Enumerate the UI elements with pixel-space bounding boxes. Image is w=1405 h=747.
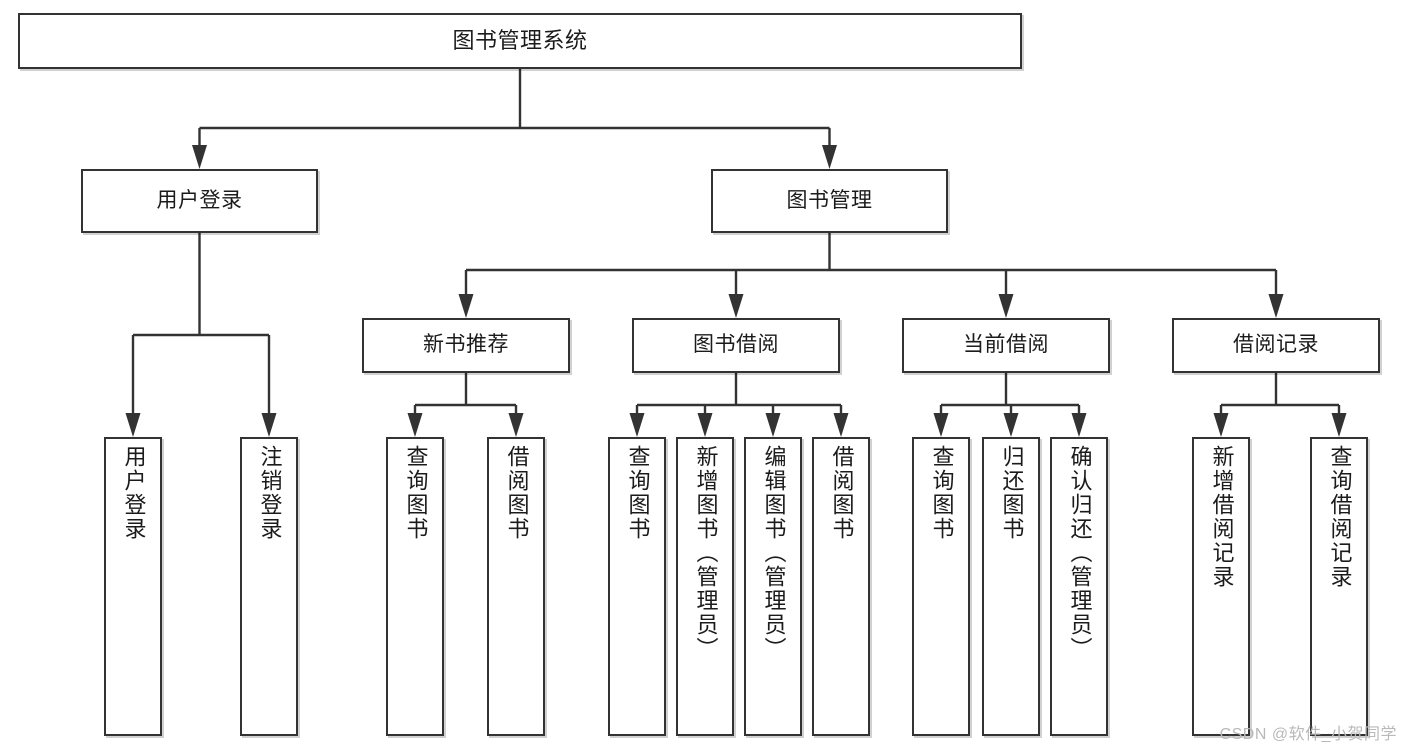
node-label: 查询图书 xyxy=(625,445,651,541)
edge-arrowhead xyxy=(125,413,141,437)
node-leaf-bl-add[interactable]: 新增借阅记录 xyxy=(1192,437,1250,736)
node-leaf-bb-borrow[interactable]: 借阅图书 xyxy=(812,437,870,736)
edge-arrowhead xyxy=(765,413,781,437)
node-label: 查询图书 xyxy=(929,445,955,541)
node-leaf-bb-query[interactable]: 查询图书 xyxy=(608,437,666,736)
node-label: 归还图书 xyxy=(999,445,1025,541)
edge-arrowhead xyxy=(833,413,849,437)
node-leaf-user-logout[interactable]: 注销登录 xyxy=(240,437,298,736)
node-borrow-log[interactable]: 借阅记录 xyxy=(1172,318,1380,373)
node-book-mgmt[interactable]: 图书管理 xyxy=(711,169,948,233)
node-label: 新书推荐 xyxy=(423,333,509,357)
edge-arrowhead xyxy=(407,413,423,437)
watermark-text: CSDN @软件_小贺同学 xyxy=(1219,726,1397,743)
edge-arrowhead xyxy=(728,294,744,318)
node-label: 图书管理系统 xyxy=(452,28,588,54)
edge-arrowhead xyxy=(629,413,645,437)
node-leaf-bb-edit[interactable]: 编辑图书（管理员） xyxy=(744,437,802,736)
node-user-login[interactable]: 用户登录 xyxy=(81,169,318,233)
node-label: 借阅图书 xyxy=(829,445,855,541)
node-label: 注销登录 xyxy=(257,445,283,541)
edge-arrowhead xyxy=(1331,413,1347,437)
edge-arrowhead xyxy=(192,145,207,169)
node-cur-borrow[interactable]: 当前借阅 xyxy=(902,318,1110,373)
node-label: 图书管理 xyxy=(786,188,873,212)
edge-arrowhead xyxy=(822,145,837,169)
edge-arrowhead xyxy=(1071,413,1087,437)
node-new-book-rec[interactable]: 新书推荐 xyxy=(362,318,570,373)
node-leaf-rec-query[interactable]: 查询图书 xyxy=(386,437,444,736)
node-label: 查询图书 xyxy=(403,445,429,541)
edge-arrowhead xyxy=(508,413,524,437)
node-root[interactable]: 图书管理系统 xyxy=(18,13,1022,69)
node-label: 查询借阅记录 xyxy=(1327,445,1353,589)
node-label: 借阅记录 xyxy=(1233,333,1319,357)
node-leaf-user-login[interactable]: 用户登录 xyxy=(104,437,162,736)
edge-arrowhead xyxy=(933,413,949,437)
edge-arrowhead xyxy=(458,294,474,318)
edge-arrowhead xyxy=(1268,294,1284,318)
node-label: 当前借阅 xyxy=(963,333,1049,357)
node-label: 用户登录 xyxy=(156,188,243,212)
node-leaf-bb-add[interactable]: 新增图书（管理员） xyxy=(676,437,734,736)
edge-arrowhead xyxy=(1003,413,1019,437)
node-label: 用户登录 xyxy=(121,445,147,541)
edge-arrowhead xyxy=(1213,413,1229,437)
edge-arrowhead xyxy=(998,294,1014,318)
node-label: 借阅图书 xyxy=(504,445,530,541)
node-label: 编辑图书（管理员） xyxy=(761,445,787,661)
node-book-borrow[interactable]: 图书借阅 xyxy=(632,318,840,373)
node-leaf-cb-confirm[interactable]: 确认归还（管理员） xyxy=(1050,437,1108,736)
node-label: 新增借阅记录 xyxy=(1209,445,1235,589)
node-label: 确认归还（管理员） xyxy=(1067,445,1093,661)
node-leaf-rec-borrow[interactable]: 借阅图书 xyxy=(487,437,545,736)
edge-arrowhead xyxy=(261,413,277,437)
node-leaf-cb-query[interactable]: 查询图书 xyxy=(912,437,970,736)
node-label: 图书借阅 xyxy=(693,333,779,357)
node-leaf-cb-return[interactable]: 归还图书 xyxy=(982,437,1040,736)
edge-arrowhead xyxy=(697,413,713,437)
node-leaf-bl-query[interactable]: 查询借阅记录 xyxy=(1310,437,1368,736)
node-label: 新增图书（管理员） xyxy=(693,445,719,661)
